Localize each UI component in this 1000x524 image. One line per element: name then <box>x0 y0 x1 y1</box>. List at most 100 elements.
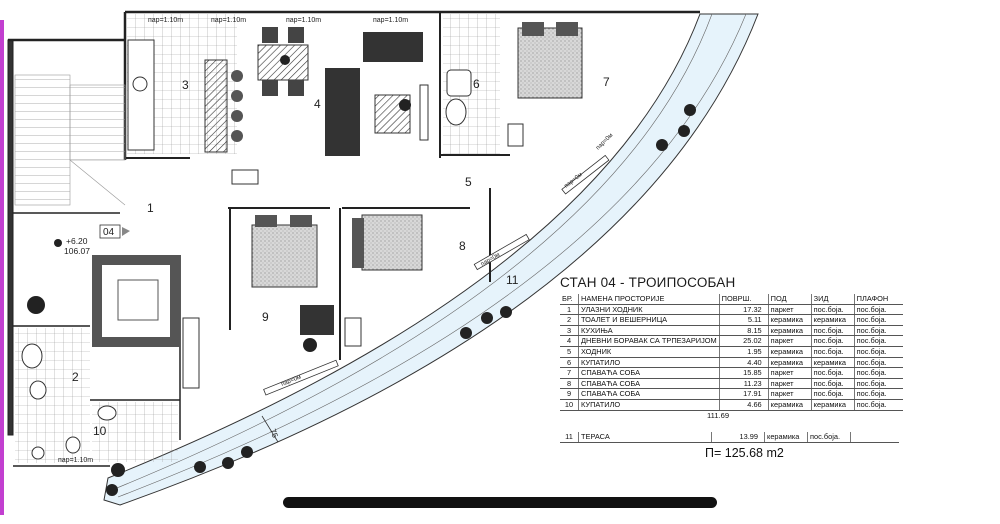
cell-name: СПАВАЋА СОБА <box>578 388 720 400</box>
svg-text:2: 2 <box>72 370 79 384</box>
terrace-railings <box>263 154 610 396</box>
cell-no: 3 <box>560 325 579 337</box>
room-schedule-table: БР. НАМЕНА ПРОСТОРИЈЕ ПОВРШ. ПОД ЗИД ПЛА… <box>560 294 903 411</box>
cell-area: 17.32 <box>718 304 769 316</box>
svg-text:пар=1.10m: пар=1.10m <box>373 17 408 24</box>
room-number-labels: 3 4 6 7 5 1 8 11 9 2 10 <box>72 75 610 438</box>
terrace-floor: керамика <box>764 432 808 443</box>
cell-wall: пос.боја. <box>810 388 855 400</box>
svg-text:75: 75 <box>268 428 280 440</box>
cell-floor: керамика <box>767 346 812 358</box>
cell-wall: пос.боја. <box>810 325 855 337</box>
cell-no: 2 <box>560 314 579 326</box>
header-floor: ПОД <box>767 294 812 305</box>
svg-text:1: 1 <box>147 201 154 215</box>
cell-ceiling: пос.боја. <box>853 346 903 358</box>
header-area: ПОВРШ. <box>718 294 769 305</box>
cell-name: ДНЕВНИ БОРАВАК СА ТРПЕЗАРИЈОМ <box>578 335 720 347</box>
level-mark: +6.20 106.07 <box>54 236 90 256</box>
cell-no: 7 <box>560 367 579 379</box>
svg-text:9: 9 <box>262 310 269 324</box>
svg-text:11: 11 <box>506 273 519 287</box>
cell-floor: паркет <box>767 304 812 316</box>
cell-area: 1.95 <box>718 346 769 358</box>
terrace-no: 11 <box>560 432 579 443</box>
dimension-mark: 75 <box>261 415 280 443</box>
svg-text:+6.20: +6.20 <box>66 236 88 246</box>
cell-wall: пос.боја. <box>810 367 855 379</box>
cell-name: КУХИЊА <box>578 325 720 337</box>
cell-wall: пос.боја. <box>810 335 855 347</box>
cell-name: СПАВАЋА СОБА <box>578 367 720 379</box>
table-row: 11 ТЕРАСА 13.99 керамика пос.боја. <box>560 432 899 443</box>
cell-area: 11.23 <box>718 378 769 390</box>
parapet-labels: пар=1.10m пар=1.10m пар=1.10m пар=1.10m … <box>58 17 408 464</box>
terrace-table: 11 ТЕРАСА 13.99 керамика пос.боја. <box>560 432 899 443</box>
cell-ceiling: пос.боја. <box>853 304 903 316</box>
cell-ceiling: пос.боја. <box>853 378 903 390</box>
cell-floor: керамика <box>767 314 812 326</box>
cell-ceiling: пос.боја. <box>853 314 903 326</box>
cell-area: 17.91 <box>718 388 769 400</box>
cell-floor: паркет <box>767 388 812 400</box>
cell-no: 9 <box>560 388 579 400</box>
cell-no: 8 <box>560 378 579 390</box>
cell-wall: пос.боја. <box>810 346 855 358</box>
cell-area: 8.15 <box>718 325 769 337</box>
header-name: НАМЕНА ПРОСТОРИЈЕ <box>578 294 720 305</box>
cell-no: 5 <box>560 346 579 358</box>
svg-text:5: 5 <box>465 175 472 189</box>
cell-floor: паркет <box>767 367 812 379</box>
staircase <box>14 74 126 206</box>
cell-wall: керамика <box>810 357 855 369</box>
wc-fixtures <box>21 343 117 460</box>
cell-floor: паркет <box>767 378 812 390</box>
svg-text:106.07: 106.07 <box>64 246 90 256</box>
bathroom-fixtures <box>445 69 524 147</box>
plants <box>27 55 696 496</box>
kitchen-furniture <box>127 39 243 153</box>
cell-no: 4 <box>560 335 579 347</box>
cell-ceiling: пос.боја. <box>853 335 903 347</box>
cell-ceiling: пос.боја. <box>853 357 903 369</box>
cell-area: 25.02 <box>718 335 769 347</box>
cell-name: КУПАТИЛО <box>578 357 720 369</box>
header-wall: ЗИД <box>810 294 855 305</box>
walls <box>7 10 700 467</box>
legend-title: СТАН 04 - ТРОИПОСОБАН <box>560 275 736 290</box>
cell-area: 4.66 <box>718 399 769 411</box>
table-header-row: БР. НАМЕНА ПРОСТОРИЈЕ ПОВРШ. ПОД ЗИД ПЛА… <box>560 294 903 305</box>
cell-floor: керамика <box>767 357 812 369</box>
svg-text:пар=1.10m: пар=1.10m <box>58 457 93 464</box>
svg-text:пар=1.10m: пар=1.10m <box>286 17 321 24</box>
svg-text:10: 10 <box>93 424 107 438</box>
svg-text:4: 4 <box>314 97 321 111</box>
cell-ceiling: пос.боја. <box>853 367 903 379</box>
subtotal-area: 111.69 <box>707 411 730 420</box>
cell-no: 6 <box>560 357 579 369</box>
cell-name: СПАВАЋА СОБА <box>578 378 720 390</box>
cell-area: 4.40 <box>718 357 769 369</box>
storage-core <box>92 255 180 347</box>
terrace-wall: пос.боја. <box>807 432 851 443</box>
beds <box>182 22 583 389</box>
cell-wall: керамика <box>810 399 855 411</box>
terrace-ceiling <box>850 432 899 443</box>
cell-wall: керамика <box>810 314 855 326</box>
svg-text:пар=1.10m: пар=1.10m <box>148 17 183 24</box>
left-edge-line <box>0 20 4 515</box>
cell-ceiling: пос.боја. <box>853 399 903 411</box>
home-indicator-bar[interactable] <box>283 497 717 508</box>
terrace-name: ТЕРАСА <box>578 432 712 443</box>
apartment-marker: 04 <box>99 224 130 239</box>
terrace-area: 13.99 <box>711 432 765 443</box>
